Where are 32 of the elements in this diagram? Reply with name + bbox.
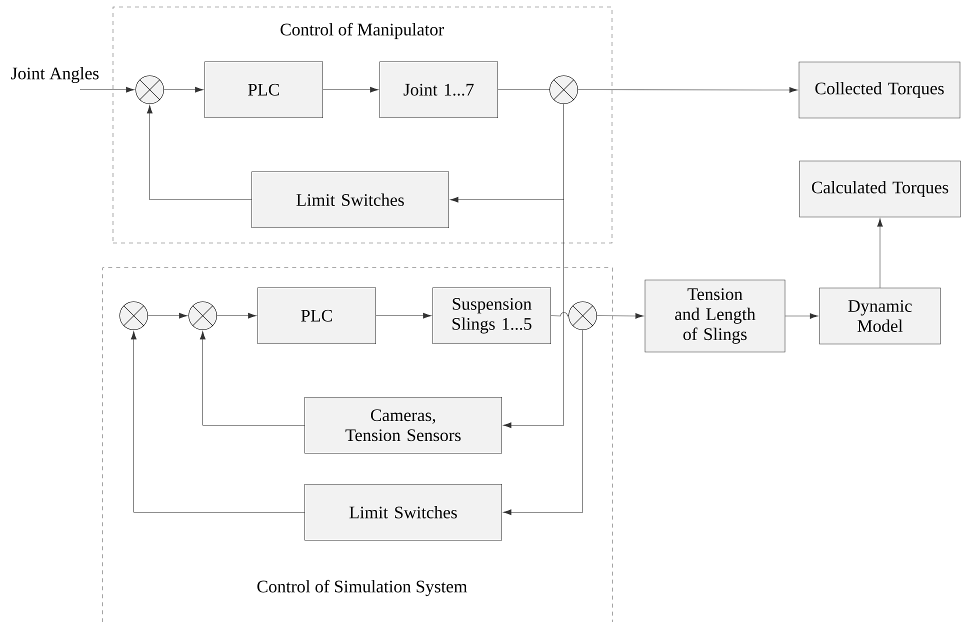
arrow [785, 313, 818, 319]
arrow [216, 312, 256, 319]
block-box: Cameras, Tension Sensors [304, 396, 502, 454]
block-box: Calculated Torques [799, 160, 961, 218]
block-box: Suspension Slings 1...5 [432, 287, 551, 344]
summing-junction [568, 301, 597, 330]
arrow [146, 105, 252, 200]
arrow [503, 104, 564, 428]
block-box: Tension and Length of Slings [644, 280, 786, 352]
summing-junction [549, 75, 578, 104]
arrow [164, 86, 204, 93]
arrow [80, 86, 134, 93]
arrow [200, 331, 305, 426]
arrow [596, 313, 644, 319]
arrow [130, 331, 305, 512]
block-box: Dynamic Model [819, 288, 941, 344]
block-box: Joint 1...7 [379, 61, 498, 118]
input-label: Joint Angles [11, 67, 99, 84]
arrow [376, 312, 432, 319]
arrow [322, 86, 378, 93]
arrow [148, 312, 188, 319]
arrow [578, 87, 798, 93]
summing-junction [188, 301, 217, 330]
block-box: PLC [204, 61, 323, 118]
block-box: PLC [257, 287, 376, 344]
summing-junction [135, 75, 164, 104]
arrow [503, 330, 583, 516]
block-box: Collected Torques [798, 62, 960, 118]
arrow [877, 218, 883, 288]
block-box: Limit Switches [304, 484, 502, 540]
summing-junction [119, 301, 148, 330]
block-box: Limit Switches [251, 171, 449, 228]
